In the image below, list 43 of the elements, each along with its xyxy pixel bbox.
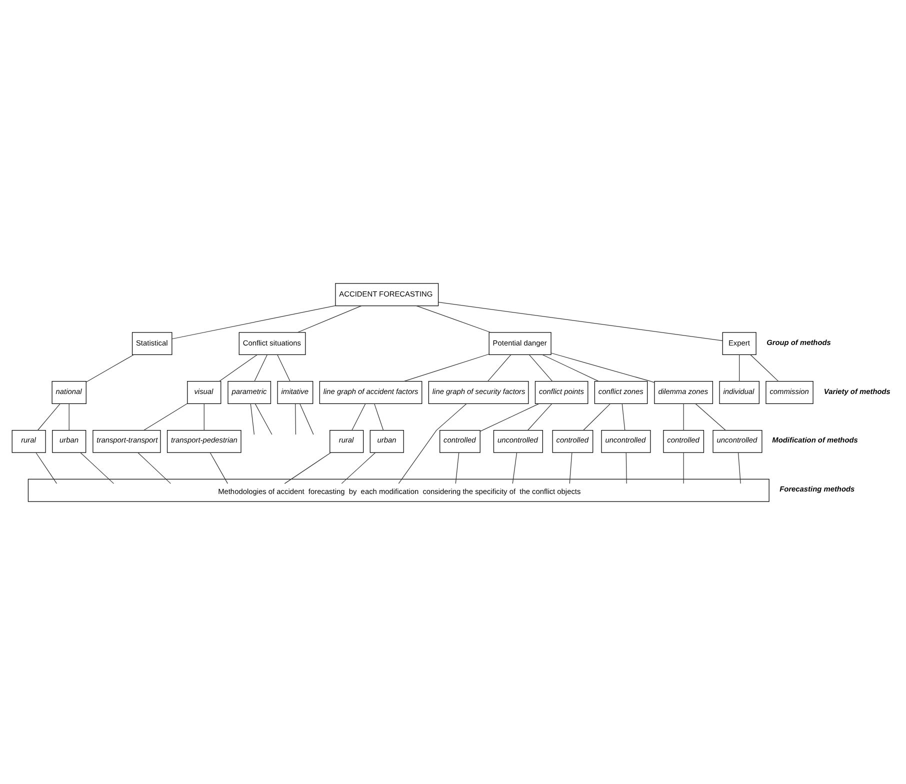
connector [210, 452, 228, 484]
connector [341, 452, 376, 484]
connector [528, 354, 553, 382]
connector [416, 305, 491, 332]
connector [738, 452, 741, 484]
connector [250, 402, 254, 434]
connector [455, 452, 460, 484]
connector [569, 452, 572, 484]
connector [68, 402, 70, 430]
connector [398, 402, 467, 484]
connector [36, 452, 58, 484]
connector [284, 452, 332, 484]
connector [37, 402, 60, 430]
connector [404, 353, 490, 382]
connector [626, 452, 627, 484]
connector [739, 354, 740, 382]
connector [295, 402, 296, 434]
connector [254, 402, 272, 434]
connector [550, 352, 655, 382]
connector [480, 402, 540, 432]
connector [300, 402, 314, 434]
connector [218, 354, 258, 382]
connector [172, 304, 336, 339]
connector [750, 354, 779, 382]
connector [138, 452, 171, 484]
connector [683, 402, 684, 430]
connector [297, 305, 362, 332]
connector [254, 354, 268, 382]
connector [695, 402, 726, 430]
connector [683, 452, 684, 484]
connector [512, 452, 518, 484]
connector [487, 354, 512, 382]
connector [144, 402, 188, 430]
connector [86, 354, 134, 382]
connector [277, 354, 290, 382]
connector [583, 402, 611, 430]
connector [542, 354, 599, 382]
connector [527, 402, 552, 430]
connector [352, 402, 366, 430]
connector [80, 452, 114, 484]
connector [374, 402, 384, 430]
connector [438, 301, 723, 340]
connector [622, 402, 626, 430]
